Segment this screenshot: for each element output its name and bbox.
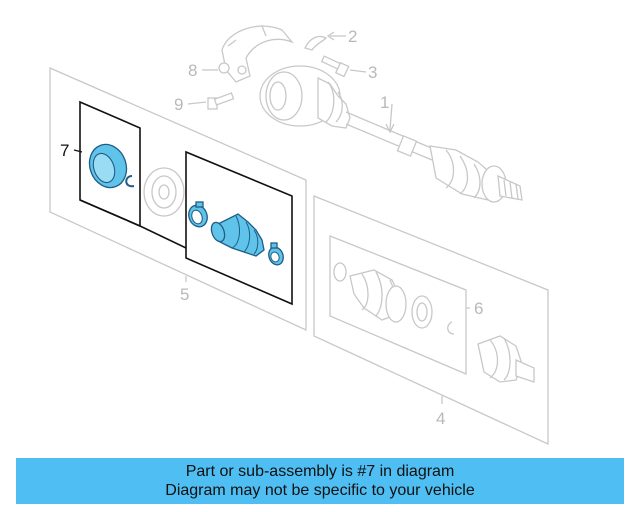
callout-9: 9 bbox=[174, 95, 183, 114]
highlighted-boot-kit[interactable] bbox=[84, 139, 286, 267]
info-banner: Part or sub-assembly is #7 in diagram Di… bbox=[16, 458, 624, 504]
box-6-outline bbox=[329, 235, 467, 375]
bearing-hub bbox=[143, 167, 185, 217]
axle-shaft-assembly[interactable] bbox=[221, 25, 523, 203]
nut-part-8[interactable] bbox=[218, 62, 230, 74]
callout-4: 4 bbox=[436, 409, 445, 428]
leader-lines bbox=[73, 31, 470, 404]
bolt-part-3[interactable] bbox=[320, 55, 350, 78]
ghost-boot-kit bbox=[333, 262, 455, 335]
callout-7[interactable]: 7 bbox=[60, 141, 69, 160]
banner-line-1: Part or sub-assembly is #7 in diagram bbox=[185, 463, 455, 480]
panel-4-outline bbox=[313, 195, 549, 446]
parts-diagram: 1 2 3 4 5 6 7 8 9 bbox=[49, 25, 549, 446]
banner-line-2: Diagram may not be specific to your vehi… bbox=[165, 482, 475, 499]
clip-part-2[interactable] bbox=[304, 35, 328, 51]
callout-5: 5 bbox=[180, 285, 189, 304]
callout-6: 6 bbox=[474, 299, 483, 318]
callout-3: 3 bbox=[368, 63, 377, 82]
callout-2: 2 bbox=[348, 27, 357, 46]
callout-1: 1 bbox=[380, 93, 389, 112]
panel-5-outline bbox=[49, 67, 307, 332]
callout-8: 8 bbox=[188, 61, 197, 80]
box-7-outline bbox=[79, 100, 293, 306]
inner-joint-ghost bbox=[477, 335, 535, 383]
bolt-part-9[interactable] bbox=[207, 92, 235, 110]
